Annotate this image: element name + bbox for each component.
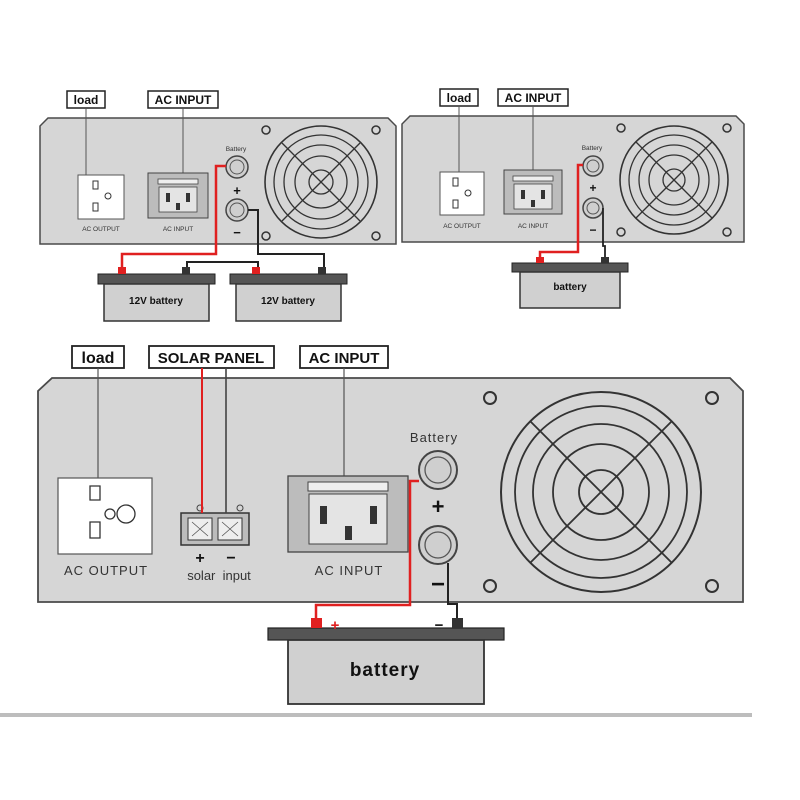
ac-output-label: AC OUTPUT [443,223,481,230]
battery-body [235,283,342,322]
battery-lid [229,273,348,285]
solar-panel-tag [148,345,275,369]
negative-wire [248,209,325,272]
battery-terminal-label: Battery [410,430,458,445]
divider-line [0,713,752,717]
plus-sign: + [432,494,445,519]
plus-sign: + [589,181,596,195]
unit-dual-battery: load AC INPUT AC OUTPUT AC INPUT Battery… [39,90,397,322]
cooling-fan-icon [261,125,381,241]
negative-wire [602,208,606,262]
battery-plus-sign: + [331,617,340,634]
socket-hole-icon [89,485,101,539]
ac-output-socket [439,171,485,216]
minus-sign: − [589,223,596,237]
plus-sign: + [233,183,241,198]
battery-lid [97,273,216,285]
load-tag-text: load [74,93,99,107]
cooling-fan-icon [483,391,719,593]
ac-output-socket [77,174,125,220]
ac-input-label: AC INPUT [518,223,548,230]
battery-body [519,271,621,309]
minus-sign: − [431,571,445,598]
solar-plus-sign: + [195,550,204,567]
positive-wire [120,164,226,272]
positive-wire [538,163,583,262]
battery-1-label: 12V battery [129,296,183,307]
battery-negative-terminal [225,198,249,222]
ac-output-label: AC OUTPUT [64,563,148,578]
cooling-fan-icon [616,123,732,237]
solar-minus-sign: − [226,550,235,567]
ac-input-tag-text: AC INPUT [309,350,380,367]
battery-positive-terminal [582,155,604,177]
battery-lid [511,262,629,273]
battery-2-label: 12V battery [261,296,315,307]
battery-minus-sign: − [435,617,444,634]
battery-positive-terminal [225,155,249,179]
inverter-rear-panel [401,115,745,243]
load-tag-text: load [447,91,472,105]
positive-wire [314,479,419,622]
unit-single-battery: load AC INPUT AC OUTPUT AC INPUT Battery… [401,88,745,309]
battery-negative-terminal [582,197,604,219]
ac-input-label: AC INPUT [315,563,384,578]
minus-sign: − [233,225,241,240]
battery-body [287,639,485,705]
socket-hole-icon [92,180,99,212]
battery-lid [267,627,505,641]
ac-input-tag-text: AC INPUT [155,93,212,107]
battery-terminal-label: Battery [582,145,603,152]
unit-solar: load SOLAR PANEL AC INPUT AC OUTPUT + − … [37,345,744,705]
load-tag-text: load [82,350,115,367]
socket-hole-icon [452,177,459,209]
ac-output-label: AC OUTPUT [82,226,120,233]
ac-input-label: AC INPUT [163,226,193,233]
solar-input-label: solar input [187,568,251,583]
series-link-wire [186,261,259,272]
negative-wire [447,563,458,622]
inverter-rear-panel [39,117,397,245]
battery-label: battery [553,282,587,293]
battery-body [103,283,210,322]
battery-terminal-label: Battery [226,146,247,153]
solar-panel-tag-text: SOLAR PANEL [158,350,264,367]
ac-input-tag-text: AC INPUT [505,91,562,105]
battery-label: battery [350,660,420,681]
